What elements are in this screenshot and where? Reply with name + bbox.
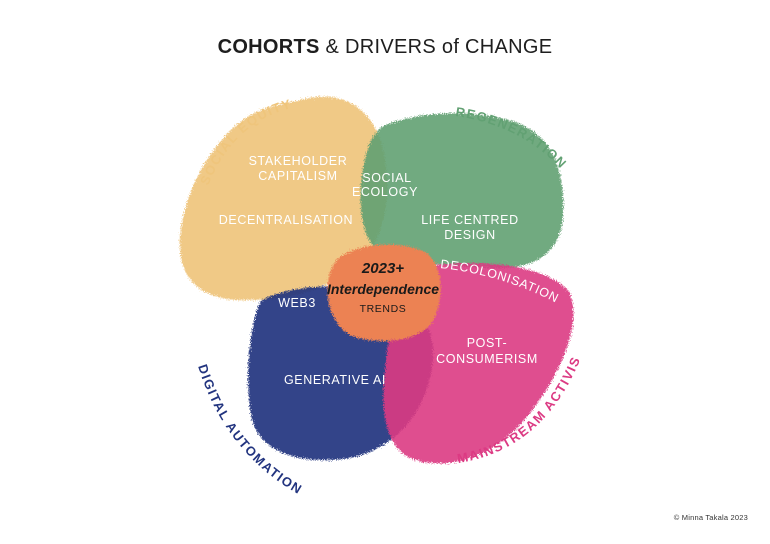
driver-post-line1: POST- [467, 336, 508, 350]
regeneration-blob [360, 113, 564, 269]
driver-stakeholder-line1: STAKEHOLDER [249, 154, 348, 168]
driver-post-line2: CONSUMERISM [436, 352, 538, 366]
driver-decentralisation: DECENTRALISATION [219, 213, 353, 227]
copyright-notice: © Minna Takala 2023 [673, 513, 748, 522]
driver-life-centred-line2: DESIGN [444, 228, 496, 242]
driver-social-line1: SOCIAL [362, 171, 411, 185]
title-bold: COHORTS [217, 36, 320, 58]
center-year: 2023+ [361, 260, 404, 277]
center-trends: TRENDS [360, 303, 407, 315]
title-rest: & DRIVERS of CHANGE [319, 36, 553, 58]
driver-generative-ai: GENERATIVE AI [284, 373, 386, 387]
page-title: COHORTS & DRIVERS of CHANGE [0, 36, 770, 59]
center-interdependence: Interdependence [327, 281, 439, 297]
driver-social-line2: ECOLOGY [352, 185, 418, 199]
center-interdependence-blob [327, 244, 441, 341]
driver-life-centred-line1: LIFE CENTRED [421, 213, 519, 227]
driver-web3: WEB3 [278, 296, 316, 310]
driver-stakeholder-line2: CAPITALISM [258, 169, 337, 183]
social-equity-blob [179, 96, 388, 301]
